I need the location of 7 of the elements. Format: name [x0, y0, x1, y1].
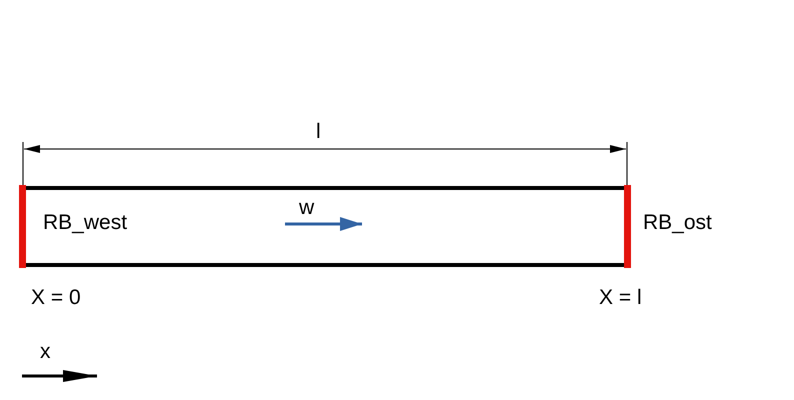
position-label: X = l: [599, 287, 642, 308]
boundary-label: RB_ost: [643, 212, 712, 233]
boundary-label: RB_west: [43, 212, 128, 233]
dimension-label: l: [316, 121, 321, 142]
position-label: X = 0: [31, 287, 81, 308]
axis-label: x: [40, 341, 50, 362]
velocity-label: w: [299, 197, 314, 218]
